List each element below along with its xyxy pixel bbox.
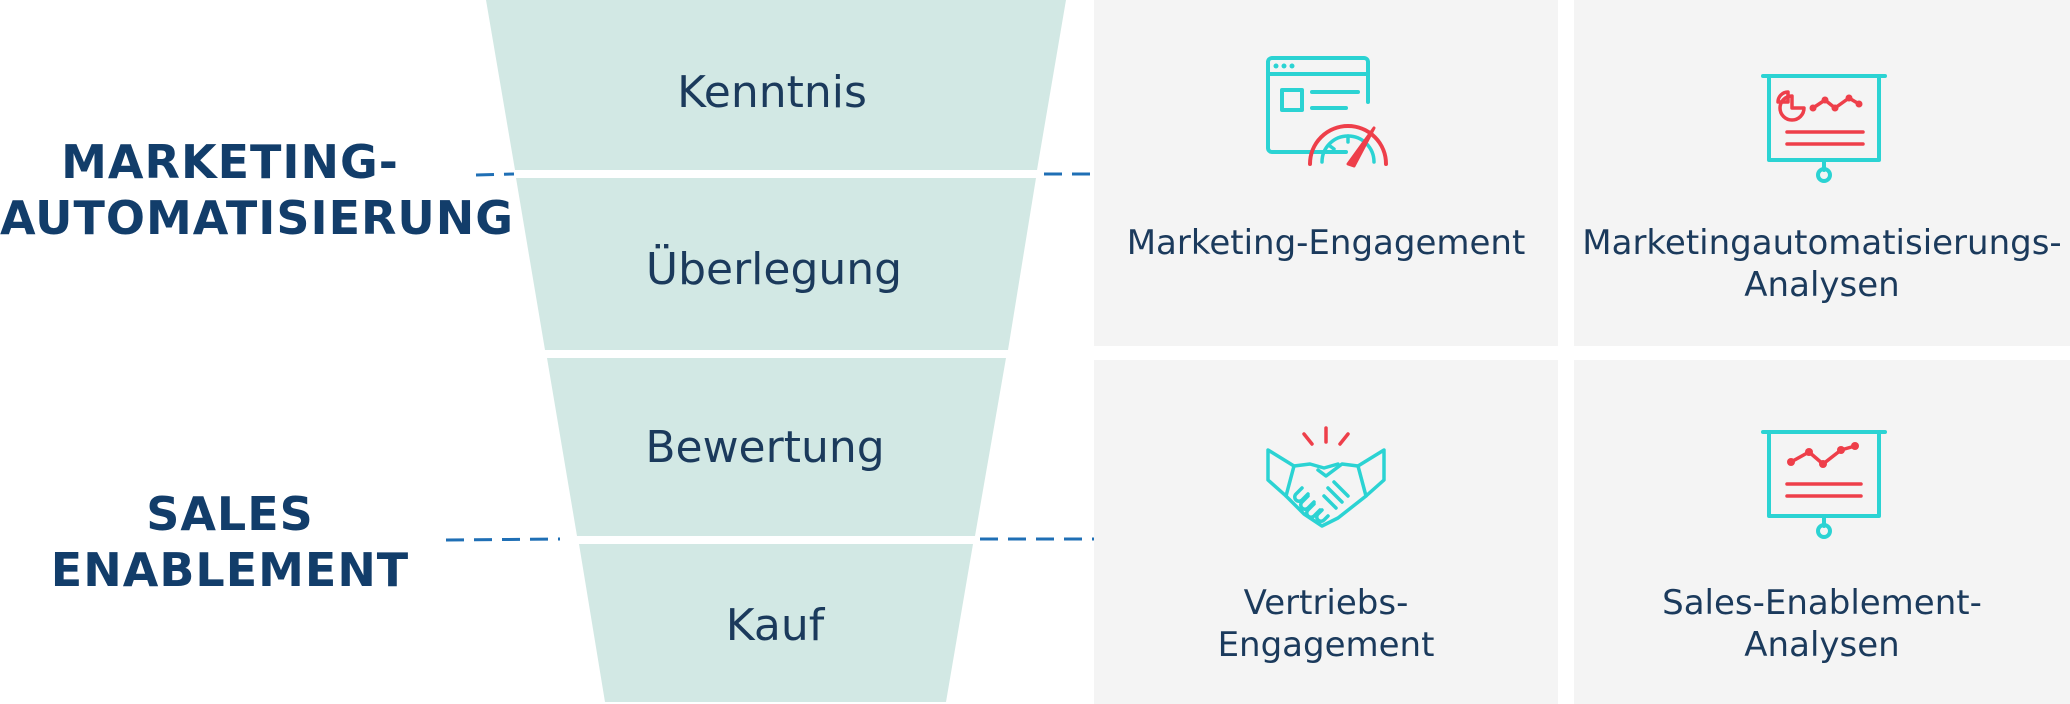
section-label-marketing-automation: MARKETING- AUTOMATISIERUNG [0,134,515,246]
presentation-pie-chart-icon [1761,74,1887,183]
card-title-line: Analysen [1744,625,1900,665]
card-sales-enablement-analytics: Sales-Enablement- Analysen [1574,360,2070,704]
presentation-line-chart-icon [1761,430,1887,539]
card-title: Sales-Enablement- Analysen [1574,582,2070,666]
connector-marketing-left [475,172,515,177]
card-title: Marketing-Engagement [1094,222,1558,264]
funnel-stage-bewertung [547,358,1006,536]
handshake-icon [1266,426,1386,528]
card-marketing-automation-analytics: Marketingautomatisierungs- Analysen [1574,0,2070,346]
card-title-line: Marketingautomatisierungs- [1582,223,2062,263]
connector-sales-left [445,537,561,542]
section-label-line: AUTOMATISIERUNG [0,191,515,245]
card-title: Marketingautomatisierungs- Analysen [1574,222,2070,306]
funnel-stage-label: Bewertung [645,422,884,473]
funnel-stage-label: Überlegung [646,243,902,295]
funnel-stage-ueberlegung [516,178,1036,350]
funnel-stages [486,0,1066,702]
card-title-line: Engagement [1217,625,1435,665]
card-sales-engagement: Vertriebs- Engagement [1094,360,1558,704]
dashed-connectors [445,172,1094,542]
browser-speedometer-icon [1266,56,1388,168]
card-title-line: Sales-Enablement- [1662,583,1982,623]
funnel-stage-label: Kenntnis [677,67,867,118]
card-title-line: Analysen [1744,265,1900,305]
section-label-line: ENABLEMENT [50,543,410,597]
card-title-line: Vertriebs- [1243,583,1409,623]
section-label-sales-enablement: SALES ENABLEMENT [0,486,460,598]
funnel-stage-label: Kauf [726,600,826,651]
card-title: Vertriebs- Engagement [1094,582,1558,666]
funnel-stage-kauf [579,544,973,702]
funnel-stage-kenntnis [486,0,1066,170]
card-marketing-engagement: Marketing-Engagement [1094,0,1558,346]
section-label-line: SALES [146,487,314,541]
section-label-line: MARKETING- [61,135,399,189]
card-title-line: Marketing-Engagement [1126,223,1526,263]
